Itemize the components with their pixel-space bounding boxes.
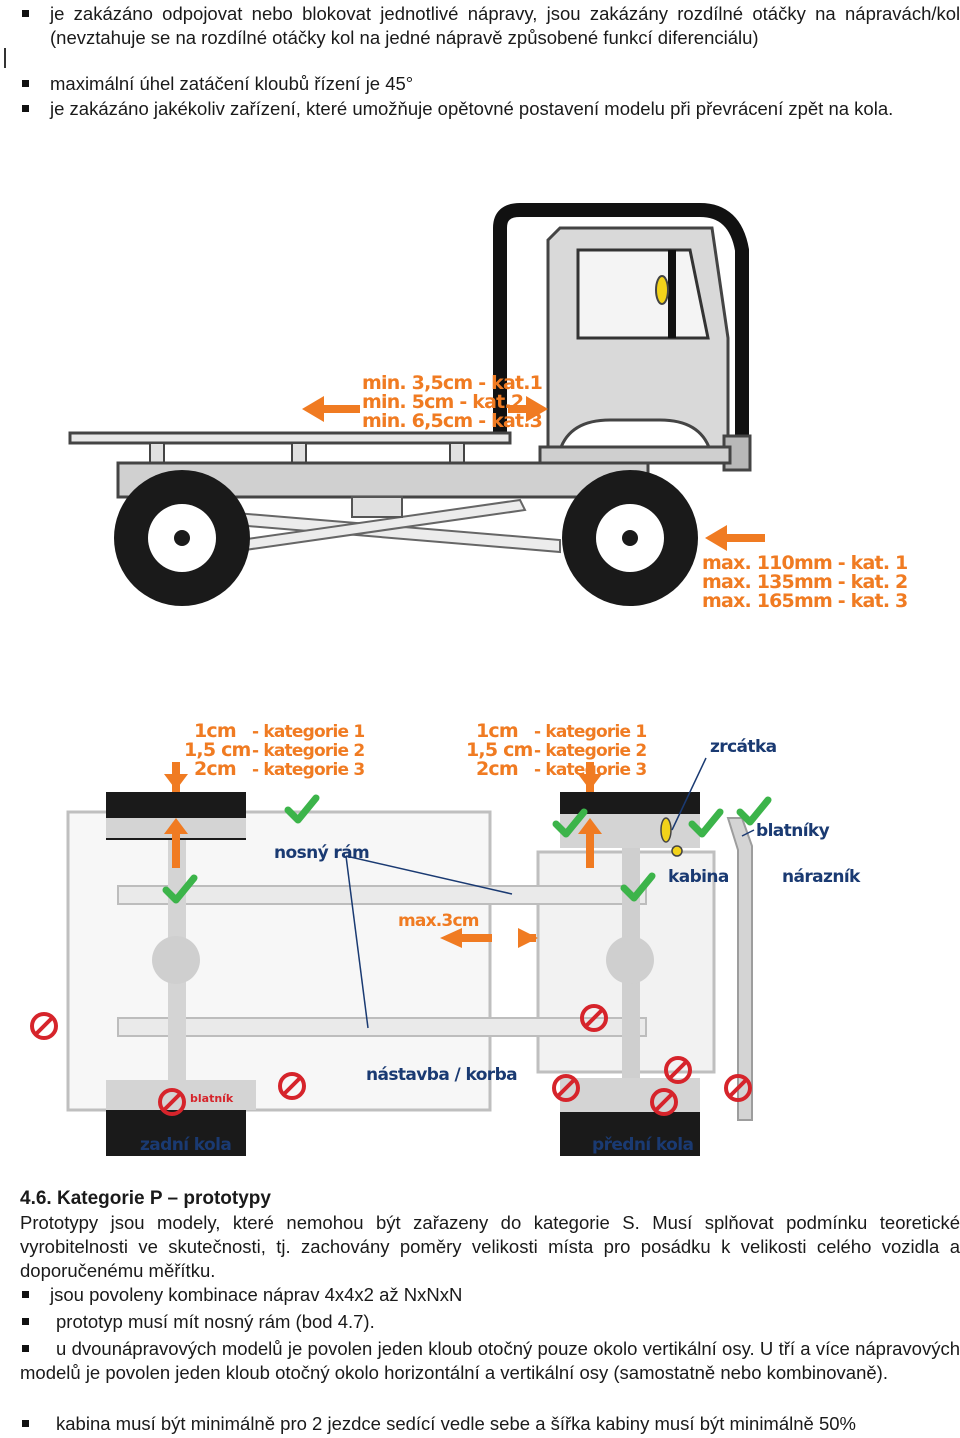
bullet-item: kabina musí být minimálně pro 2 jezdce s… xyxy=(20,1412,960,1436)
wheel-arch xyxy=(558,418,712,451)
svg-text:- kategorie 2: - kategorie 2 xyxy=(534,741,646,761)
bullet-text: u dvounápravových modelů je povolen jede… xyxy=(20,1338,960,1383)
pointer-lines xyxy=(345,757,755,1029)
cab-clearance-label: min. 5cm - kat.2 xyxy=(362,391,523,413)
frame-rail xyxy=(117,885,647,905)
label-zadni-kola: zadní kola xyxy=(140,1135,231,1155)
top-view-diagram: 1cm - kategorie 1 1,5 cm - kategorie 2 2… xyxy=(30,720,862,1156)
label-kabina: kabina xyxy=(668,867,729,887)
platform xyxy=(68,431,512,445)
svg-text:- kategorie 3: - kategorie 3 xyxy=(252,760,364,780)
bullet-text: je zakázáno jakékoliv zařízení, které um… xyxy=(50,98,894,119)
front-overhang-label: max. 135mm - kat. 2 xyxy=(702,571,907,593)
cab-clearance-label: min. 3,5cm - kat.1 xyxy=(362,372,542,394)
bullet-item: prototyp musí mít nosný rám (bod 4.7). xyxy=(20,1310,960,1334)
tolerance-arrows xyxy=(164,762,602,948)
svg-text:- kategorie 1: - kategorie 1 xyxy=(534,722,646,742)
bullet-text: kabina musí být minimálně pro 2 jezdce s… xyxy=(56,1413,856,1434)
bullet-item: jsou povoleny kombinace náprav 4x4x2 až … xyxy=(20,1283,960,1307)
bullet-text: prototyp musí mít nosný rám (bod 4.7). xyxy=(56,1311,375,1332)
bullet-text: je zakázáno odpojovat nebo blokovat jedn… xyxy=(50,3,960,48)
cab-pillar xyxy=(668,250,676,338)
mirror-icon xyxy=(655,275,669,305)
cab-clearance-label: min. 6,5cm - kat.3 xyxy=(362,410,542,432)
front-overhang-label: max. 165mm - kat. 3 xyxy=(702,590,907,612)
svg-text:2cm: 2cm xyxy=(194,758,236,780)
revision-bar xyxy=(4,48,6,68)
label-nosny-ram: nosný rám xyxy=(274,843,369,863)
side-view-diagram: min. 3,5cm - kat.1 min. 5cm - kat.2 min.… xyxy=(68,203,908,612)
bullet-item: u dvounápravových modelů je povolen jede… xyxy=(20,1337,960,1385)
section-heading: 4.6. Kategorie P – prototypy xyxy=(20,1187,960,1211)
clearance-arrows xyxy=(302,396,765,551)
body-outline xyxy=(66,810,492,1112)
forbidden-icon xyxy=(30,1004,752,1116)
tolerance-left: 1cm - kategorie 1 1,5 cm - kategorie 2 2… xyxy=(184,720,365,780)
roll-bar xyxy=(493,203,749,440)
svg-text:- kategorie 1: - kategorie 1 xyxy=(252,722,364,742)
bullet-item: maximální úhel zatáčení kloubů řízení je… xyxy=(20,72,960,96)
svg-text:2cm: 2cm xyxy=(476,758,518,780)
label-blatnik: blatník xyxy=(190,1092,234,1105)
svg-text:1,5 cm: 1,5 cm xyxy=(466,739,533,761)
svg-text:1cm: 1cm xyxy=(476,720,518,742)
section-title: Kategorie P – prototypy xyxy=(56,1188,271,1209)
label-nastavba: nástavba / korba xyxy=(366,1065,517,1085)
label-blatniky: blatníky xyxy=(756,821,830,841)
section-paragraph: Prototypy jsou modely, které nemohou být… xyxy=(20,1212,960,1281)
svg-text:1,5 cm: 1,5 cm xyxy=(184,739,251,761)
label-zrcatka: zrcátka xyxy=(710,737,777,757)
label-naraznik: nárazník xyxy=(782,867,861,887)
bullet-text: maximální úhel zatáčení kloubů řízení je… xyxy=(50,73,414,94)
svg-text:- kategorie 2: - kategorie 2 xyxy=(252,741,364,761)
bullet-item: je zakázáno jakékoliv zařízení, které um… xyxy=(20,97,960,121)
svg-text:1cm: 1cm xyxy=(194,720,236,742)
cab-window xyxy=(576,248,710,340)
bullet-item: je zakázáno odpojovat nebo blokovat jedn… xyxy=(20,2,960,50)
front-overhang-label: max. 110mm - kat. 1 xyxy=(702,552,907,574)
bullet-marker xyxy=(22,1345,29,1352)
label-max-3cm: max.3cm xyxy=(398,911,479,931)
tolerance-right: 1cm - kategorie 1 1,5 cm - kategorie 2 2… xyxy=(466,720,647,780)
mirror-icon xyxy=(660,817,672,843)
section-number: 4.6. xyxy=(20,1188,52,1209)
label-predni-kola: přední kola xyxy=(592,1135,693,1155)
bullet-text: jsou povoleny kombinace náprav 4x4x2 až … xyxy=(50,1284,463,1305)
check-icon xyxy=(162,794,772,904)
